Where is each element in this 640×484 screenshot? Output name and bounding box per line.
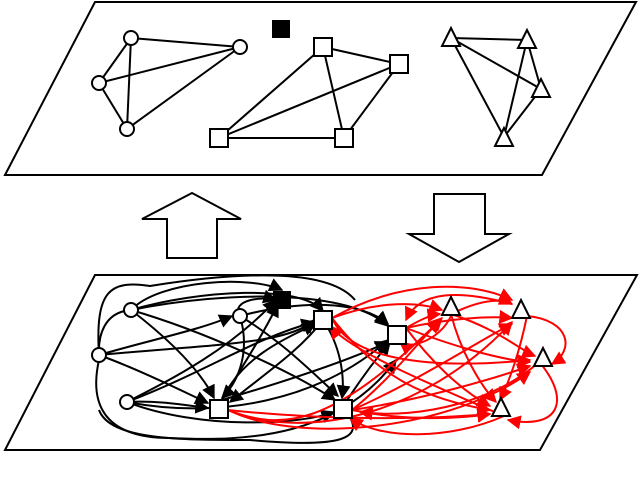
bottom-circle-node xyxy=(91,347,107,363)
top-square-node xyxy=(313,37,333,57)
top-circle-node xyxy=(123,30,139,46)
top-triangle-edges xyxy=(450,37,542,138)
bottom-layer xyxy=(3,274,639,451)
bottom-triangle-node xyxy=(440,294,462,316)
top-plane xyxy=(3,1,638,176)
top-square-node xyxy=(389,54,409,74)
top-filled-square-node xyxy=(272,20,290,38)
down-arrow-icon xyxy=(405,193,513,264)
bottom-circle-node xyxy=(232,308,248,324)
bottom-square-node xyxy=(387,325,407,345)
bottom-circle-node xyxy=(119,394,135,410)
up-arrow-icon xyxy=(141,191,242,259)
top-triangle-node xyxy=(493,125,515,147)
top-circle-node xyxy=(91,75,107,91)
bottom-circle-node xyxy=(123,302,139,318)
bottom-triangle-node xyxy=(532,345,554,367)
bottom-triangle-node xyxy=(510,297,532,319)
top-square-edges xyxy=(218,46,400,139)
bottom-square-node xyxy=(333,399,353,419)
top-circle-edges xyxy=(98,37,241,130)
top-triangle-node xyxy=(440,25,462,47)
top-square-node xyxy=(334,128,354,148)
top-square-node xyxy=(209,128,229,148)
top-circle-node xyxy=(232,39,248,55)
top-triangle-node xyxy=(516,27,538,49)
top-circle-node xyxy=(119,121,135,137)
bottom-triangle-node xyxy=(490,395,512,417)
top-layer xyxy=(3,1,638,176)
bottom-filled-square-node xyxy=(273,291,291,309)
bottom-square-node xyxy=(209,399,229,419)
top-triangle-node xyxy=(530,76,552,98)
bottom-square-node xyxy=(313,310,333,330)
